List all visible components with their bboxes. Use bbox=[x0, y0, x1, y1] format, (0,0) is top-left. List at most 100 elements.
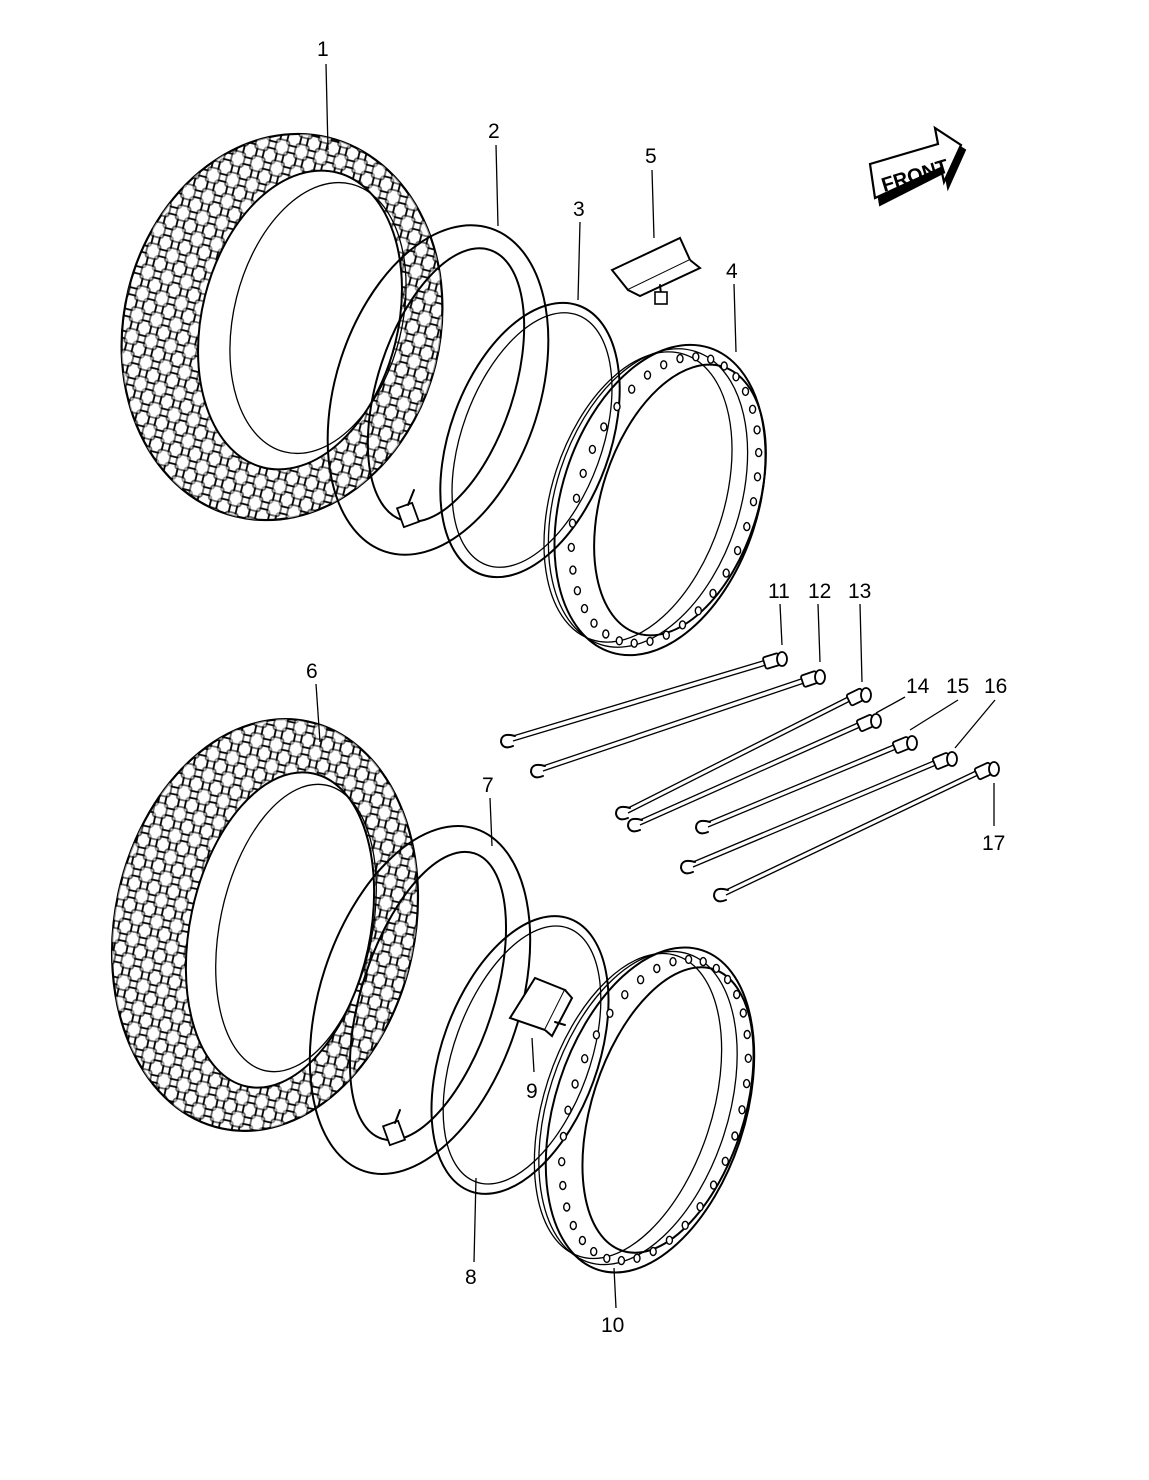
callout-11: 11 bbox=[768, 580, 790, 603]
front-rim-spoke-hole bbox=[572, 493, 581, 503]
front-rim-spoke-hole bbox=[748, 404, 757, 414]
callout-15: 15 bbox=[946, 675, 969, 698]
rear-rim-spoke-hole bbox=[712, 963, 720, 974]
front-rim-spoke-hole bbox=[567, 542, 575, 553]
front-rim-spoke-hole bbox=[741, 386, 750, 397]
front-rim-spoke-hole bbox=[753, 472, 762, 482]
spoke-13 bbox=[615, 687, 872, 821]
front-rim-spoke-hole bbox=[749, 497, 758, 507]
callout-7: 7 bbox=[482, 774, 494, 797]
front-rim-spoke-hole bbox=[602, 629, 610, 639]
callout-10: 10 bbox=[601, 1314, 624, 1337]
rear-rim-spoke-hole bbox=[590, 1246, 598, 1257]
rear-valve-stem bbox=[381, 1109, 407, 1147]
spoke-17 bbox=[713, 761, 1000, 903]
callout-9: 9 bbox=[526, 1080, 538, 1103]
front-rim-spoke-hole bbox=[722, 568, 730, 578]
front-rim-spoke-hole bbox=[755, 447, 763, 458]
front-rim-spoke-hole bbox=[569, 565, 577, 575]
front-rim-spoke-hole bbox=[743, 521, 751, 532]
rear-rim-spoke-hole bbox=[696, 1201, 704, 1212]
callout-1: 1 bbox=[317, 38, 329, 61]
spoke-12 bbox=[530, 669, 826, 779]
front-rim-spoke-hole bbox=[733, 545, 742, 556]
rear-rim-spoke-hole bbox=[606, 1008, 614, 1018]
rear-rim-spoke-hole bbox=[744, 1053, 752, 1064]
rear-tire bbox=[110, 718, 420, 1132]
callout-6: 6 bbox=[306, 660, 318, 683]
rear-rim-spoke-hole bbox=[592, 1030, 601, 1040]
front-valve-stem bbox=[395, 489, 421, 529]
rear-rim-spoke-hole bbox=[665, 1235, 674, 1246]
rear-rim-spoke-hole bbox=[739, 1008, 747, 1018]
front-rim-spoke-hole bbox=[732, 372, 740, 382]
front-rim-spoke-hole bbox=[643, 370, 652, 380]
rear-rim-spoke-hole bbox=[681, 1220, 689, 1231]
front-rim-spoke-hole bbox=[753, 425, 761, 435]
rear-rim-spoke-hole bbox=[721, 1156, 729, 1167]
rear-rim-spoke-hole bbox=[569, 1220, 577, 1231]
callout-3: 3 bbox=[573, 198, 585, 221]
callout-5: 5 bbox=[645, 145, 657, 168]
rear-rim-spoke-hole bbox=[558, 1156, 566, 1167]
spoke-11 bbox=[500, 651, 788, 749]
rear-rim-spoke-hole bbox=[559, 1131, 568, 1142]
front-rim-spoke-hole bbox=[720, 361, 728, 371]
front-rim-spoke-hole bbox=[588, 444, 597, 455]
rear-rim-band bbox=[430, 915, 610, 1195]
front-rim-spoke-hole bbox=[590, 618, 598, 628]
rear-rim-spoke-hole bbox=[578, 1235, 587, 1246]
rear-rim-spoke-hole bbox=[649, 1246, 657, 1257]
front-rim-spoke-hole bbox=[678, 620, 687, 630]
front-tire bbox=[120, 132, 444, 522]
rear-rim-spoke-hole bbox=[603, 1253, 611, 1264]
rear-rim-spoke-hole bbox=[743, 1029, 751, 1040]
rear-rim-spoke-hole bbox=[742, 1078, 751, 1089]
callout-17: 17 bbox=[982, 832, 1005, 855]
front-rim-band bbox=[439, 301, 621, 579]
front-rim-spoke-hole bbox=[579, 468, 587, 479]
rear-rim-spoke-hole bbox=[731, 1131, 739, 1141]
rear-rim-spoke-hole bbox=[636, 975, 645, 985]
front-rim-spoke-hole bbox=[676, 353, 684, 364]
rear-rim-spoke-hole bbox=[581, 1053, 589, 1064]
front-rim-spoke-hole bbox=[694, 606, 702, 616]
rear-rim-spoke-hole bbox=[621, 990, 629, 1000]
callout-labels: 1 2 3 4 5 6 7 8 9 10 11 12 13 14 15 16 1… bbox=[306, 38, 1007, 1337]
front-rim-spoke-hole bbox=[615, 636, 623, 646]
rear-rim-spoke-hole bbox=[684, 954, 693, 965]
callout-8: 8 bbox=[465, 1266, 477, 1289]
rear-rim-lock bbox=[508, 976, 574, 1038]
rear-rim-spoke-hole bbox=[723, 974, 732, 985]
front-rim bbox=[543, 343, 767, 657]
front-direction-badge: FRONT bbox=[868, 125, 967, 207]
front-rim-spoke-hole bbox=[568, 518, 577, 528]
rear-rim-spoke-hole bbox=[617, 1255, 626, 1266]
front-inner-tube bbox=[326, 224, 550, 556]
front-rim-spoke-hole bbox=[573, 586, 582, 596]
spoke-14 bbox=[627, 713, 882, 833]
callout-4: 4 bbox=[726, 260, 738, 283]
front-rim-spoke-hole bbox=[709, 588, 717, 599]
rear-rim-spoke-hole bbox=[564, 1105, 572, 1115]
rear-rim-spoke-hole bbox=[733, 989, 741, 1000]
spoke-15 bbox=[695, 735, 918, 835]
spokes bbox=[500, 651, 1000, 903]
front-rim-spoke-hole bbox=[630, 638, 638, 648]
rear-rim-spoke-hole bbox=[669, 957, 677, 967]
front-rim-spoke-hole bbox=[628, 384, 636, 394]
front-rim-spoke-hole bbox=[613, 401, 621, 412]
leader-lines bbox=[315, 63, 996, 1309]
rear-rim-spoke-hole bbox=[738, 1105, 746, 1115]
spoke-16 bbox=[680, 751, 958, 875]
front-rim-spoke-hole bbox=[600, 422, 608, 432]
rear-rim-spoke-hole bbox=[653, 963, 661, 974]
front-rim-spoke-hole bbox=[646, 636, 654, 647]
rear-rim-spoke-hole bbox=[571, 1079, 579, 1089]
front-rim-spoke-hole bbox=[692, 352, 700, 362]
callout-2: 2 bbox=[488, 120, 500, 143]
front-rim-spoke-hole bbox=[707, 354, 715, 364]
callout-13: 13 bbox=[848, 580, 871, 603]
callout-12: 12 bbox=[808, 580, 831, 603]
